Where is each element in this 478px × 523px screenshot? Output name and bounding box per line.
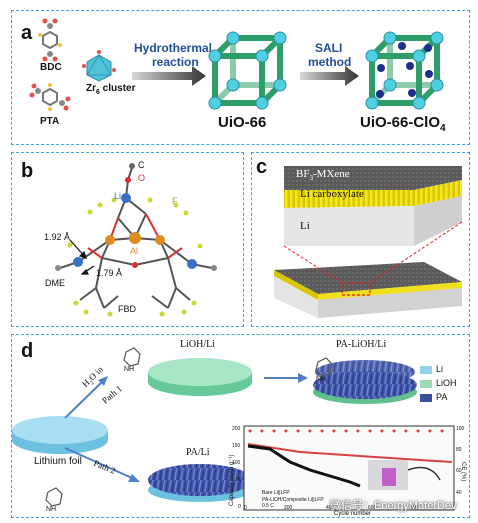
zr-cluster-label: Zr6 cluster — [86, 83, 136, 96]
dme-label: DME — [45, 278, 65, 288]
atom-c-label: C — [138, 160, 145, 170]
left-tick-3: 50 — [236, 477, 242, 483]
panel-a — [11, 10, 470, 145]
distance-1-label: 1.92 Å — [44, 232, 71, 242]
right-tick-1: 80 — [456, 447, 462, 453]
atom-o-label: O — [138, 173, 146, 183]
pta-label: PTA — [40, 116, 60, 127]
graph-xlabel: Cycle number — [334, 511, 372, 517]
panel-c-label: c — [256, 156, 268, 178]
nh-label-1: NH — [124, 366, 135, 373]
panel-d — [11, 334, 470, 518]
right-tick-2: 60 — [456, 468, 462, 474]
distance-2-label: 1.79 Å — [96, 268, 123, 278]
panel-d-label: d — [21, 340, 34, 362]
legend-pa-label: PA — [436, 392, 448, 402]
atom-f-label: F — [172, 196, 178, 206]
graph-legend-bare: Bare Li||LFP — [262, 490, 290, 496]
nh-label-3: NH — [46, 506, 57, 513]
panel-b — [11, 152, 244, 327]
x-tick-2: 400 — [326, 505, 335, 511]
uio66-clo4-label: UiO-66-ClO4 — [360, 114, 446, 134]
nh-label-2: NH — [316, 376, 327, 383]
step1-text-line1: Hydrothermal — [134, 41, 213, 55]
li-layer-label: Li — [300, 220, 310, 232]
watermark-text: 微信号：EnergyMaterDev — [330, 500, 457, 512]
right-tick-3: 40 — [456, 490, 462, 496]
atom-al-label: Al — [130, 246, 139, 256]
graph-legend-pa: PA-LiOH/Composite Li||LFP — [262, 497, 324, 503]
x-tick-4: 800 — [410, 505, 419, 511]
step1-text-line2: reaction — [152, 55, 199, 69]
step2-text-line2: method — [308, 55, 352, 69]
panel-b-label: b — [21, 160, 34, 182]
lithium-foil-label: Lithium foil — [34, 456, 82, 467]
pa-li-label: PA/Li — [186, 447, 210, 458]
x-tick-1: 200 — [284, 505, 293, 511]
legend-pa-swatch — [420, 394, 432, 402]
legend-lioh-swatch — [420, 380, 432, 388]
right-tick-0: 100 — [456, 426, 465, 432]
panel-a-label: a — [21, 22, 33, 44]
x-tick-3: 600 — [368, 505, 377, 511]
left-tick-0: 200 — [232, 426, 241, 432]
left-tick-1: 150 — [232, 443, 241, 449]
legend-li-label: Li — [436, 364, 444, 374]
uio66-label: UiO-66 — [218, 114, 267, 131]
graph-rate: 0.5 C — [262, 503, 274, 509]
fbd-label: FBD — [118, 304, 136, 314]
pa-lioh-li-label: PA-LiOH/Li — [336, 339, 387, 350]
left-tick-4: 0 — [238, 504, 241, 510]
step2-text-line1: SALI — [315, 41, 343, 55]
li-carboxylate-label: Li carboxylate — [300, 188, 364, 200]
atom-li-label: Li — [114, 191, 122, 201]
legend-li-swatch — [420, 366, 432, 374]
bdc-label: BDC — [40, 62, 62, 73]
legend-lioh-label: LiOH — [436, 378, 457, 388]
bf3-mxene-label: BF3-MXene — [296, 168, 350, 183]
lioh-li-label: LiOH/Li — [180, 339, 215, 350]
left-tick-2: 100 — [232, 460, 241, 466]
x-tick-0: 0 — [244, 505, 247, 511]
panel-c — [251, 152, 470, 327]
